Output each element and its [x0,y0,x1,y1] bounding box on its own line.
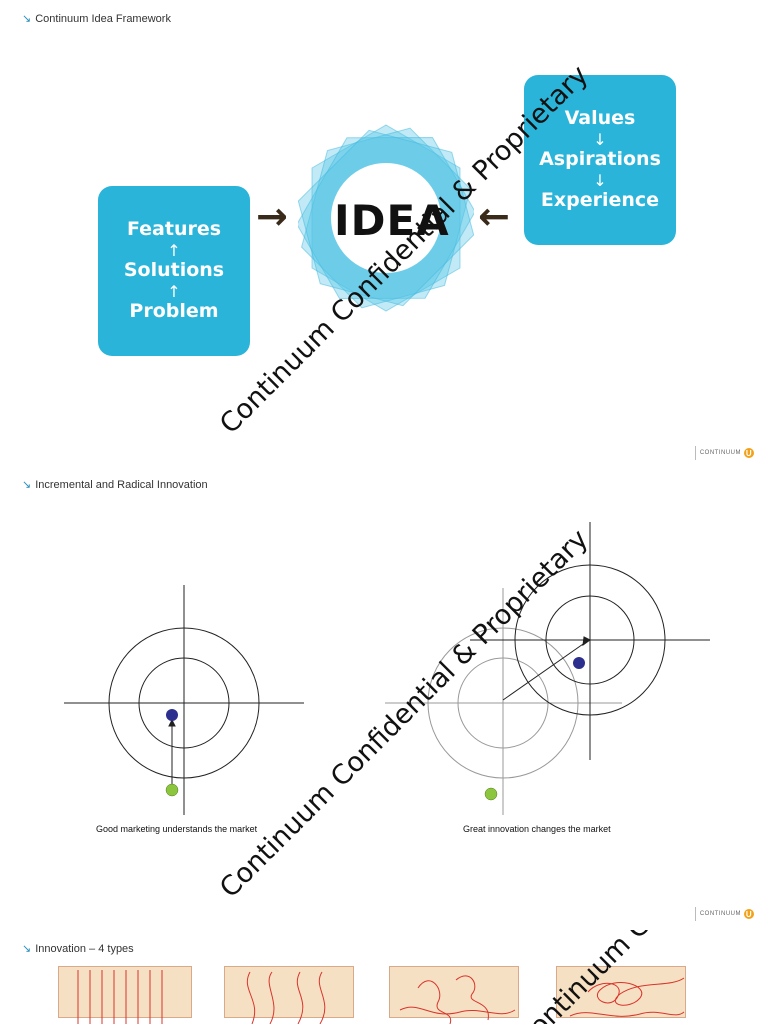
type-box-3 [389,966,519,1018]
slide-title-text: Innovation – 4 types [35,942,134,955]
logo-mark-icon: U [744,448,754,458]
type-box-2 [224,966,354,1018]
green-dot [165,783,179,797]
features-box: Features ↑ Solutions ↑ Problem [98,186,250,356]
down-arrow-icon: ↓ [593,170,607,190]
type-box-1 [58,966,192,1018]
slide-title: ↘ Continuum Idea Framework [22,12,171,26]
idea-label: IDEA [334,196,450,245]
right-target-new [470,522,710,760]
arrow-left-icon: ← [478,194,510,238]
experience-label: Experience [540,189,660,212]
solutions-label: Solutions [123,259,225,282]
caption-left: Good marketing understands the market [96,824,258,834]
continuum-logo: CONTINUUM U [694,446,754,460]
arrow-right-icon: → [256,194,288,238]
slide-idea-framework: ↘ Continuum Idea Framework Features ↑ So… [0,0,768,470]
values-label: Values [564,106,636,129]
corner-arrow-icon: ↘ [22,479,32,491]
innovation-sketches [77,970,685,1024]
blue-dot [573,657,585,669]
slide-innovation-types: ↘ Innovation – 4 types Continuum Confide… [0,930,768,1024]
slide-title: ↘ Incremental and Radical Innovation [22,478,208,492]
continuum-logo: CONTINUUM U [694,907,754,921]
idea-hexagon-graphic [298,124,474,312]
caption-right: Great innovation changes the market [463,824,611,834]
up-arrow-icon: ↑ [167,281,181,301]
green-dot [484,787,498,801]
problem-label: Problem [129,300,219,323]
values-box: Values ↓ Aspirations ↓ Experience [524,75,676,245]
down-arrow-icon: ↓ [593,129,607,149]
logo-text: CONTINUUM [699,450,741,456]
slide-title-text: Continuum Idea Framework [35,12,171,25]
features-label: Features [126,217,222,240]
slide-title-text: Incremental and Radical Innovation [35,478,208,491]
corner-arrow-icon: ↘ [22,13,32,25]
blue-dot [166,709,178,721]
up-arrow-icon: ↑ [167,240,181,260]
right-target-old [385,588,622,815]
incremental-diagram [64,522,710,815]
corner-arrow-icon: ↘ [22,943,32,955]
aspirations-label: Aspirations [539,148,661,171]
logo-mark-icon: U [744,909,754,919]
watermark: Continuum Confidential & Proprietary [214,59,595,440]
type-box-4 [556,966,686,1018]
slide-incremental-radical: ↘ Incremental and Radical Innovation [0,470,768,930]
slide-title: ↘ Innovation – 4 types [22,942,134,956]
left-target [64,585,304,815]
logo-text: CONTINUUM [699,911,741,917]
